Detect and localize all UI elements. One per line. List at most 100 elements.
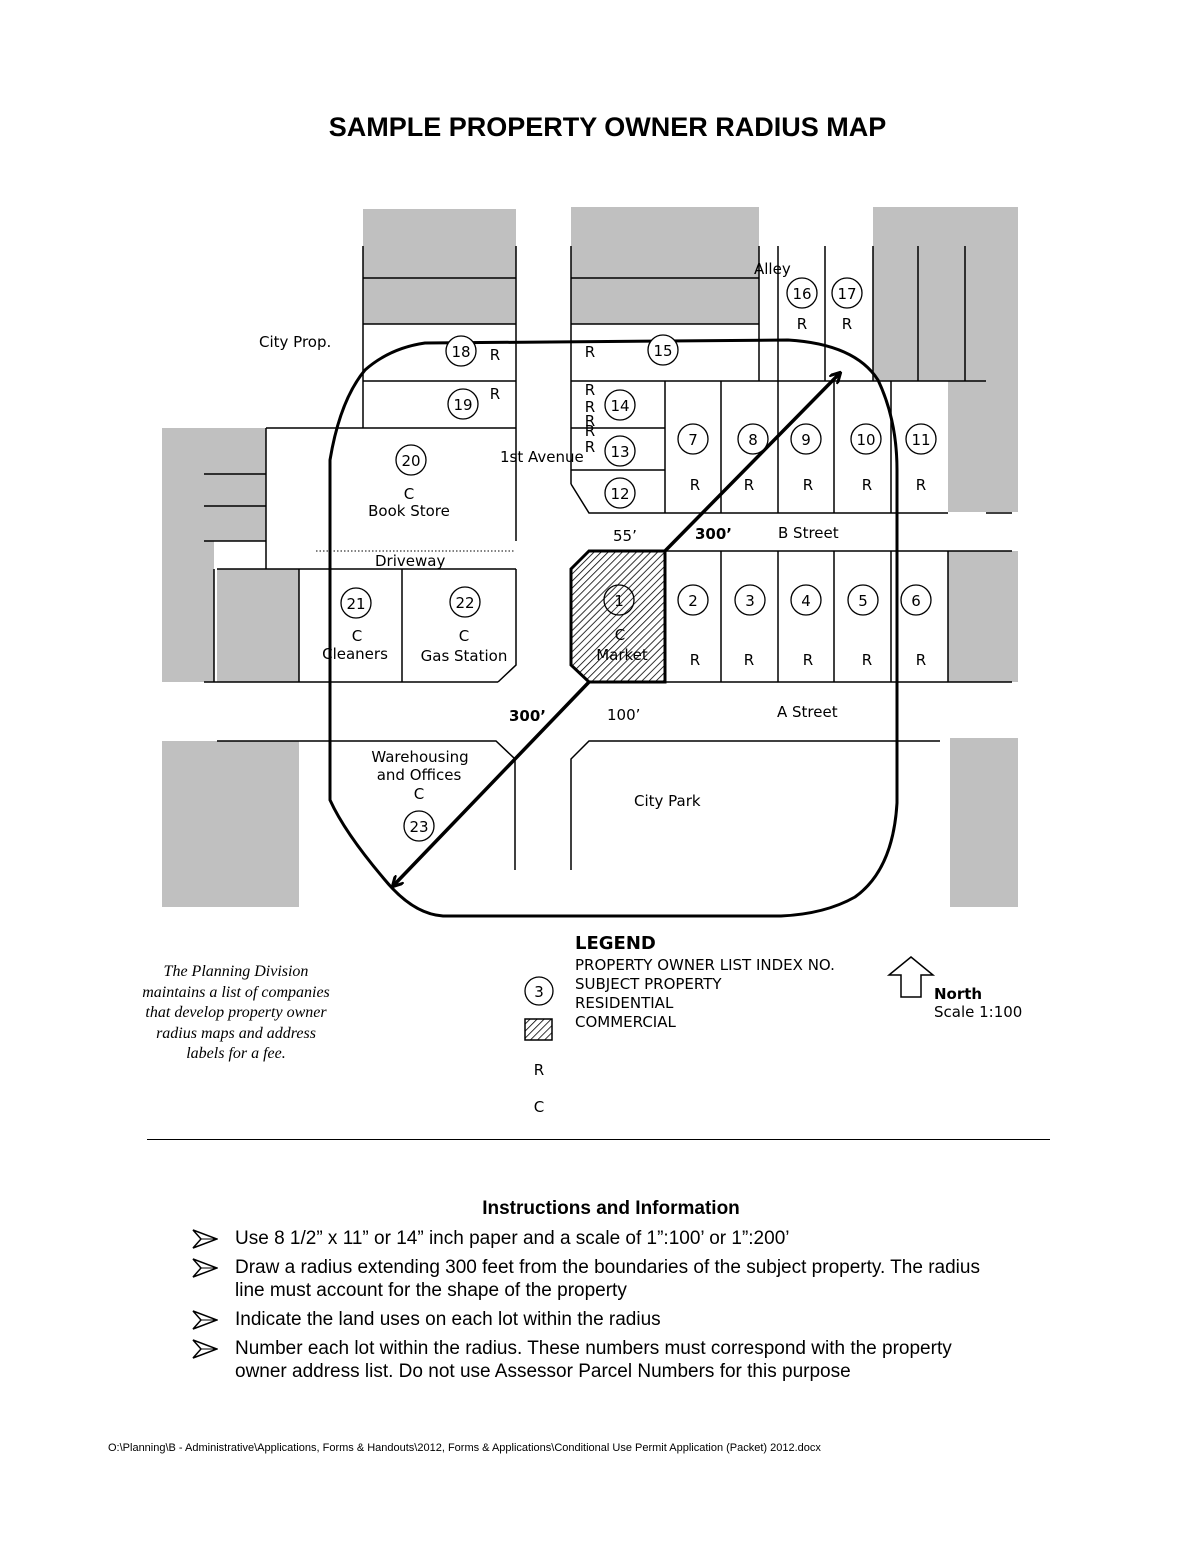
planning-note: The Planning Division maintains a list o…: [142, 963, 330, 1062]
lot-number: 19: [453, 396, 472, 414]
driveway-label: Driveway: [375, 552, 445, 570]
distance-label: 100’: [607, 706, 640, 724]
land-use: C: [414, 785, 424, 803]
land-use: R: [490, 385, 500, 403]
distance-label: 55’: [613, 527, 637, 545]
gray-block: [162, 741, 299, 907]
lot-number: 4: [801, 592, 811, 610]
lot-circle: [604, 477, 636, 509]
lot-number: 12: [610, 485, 629, 503]
north-arrow-icon: [886, 956, 936, 998]
street-label-1st-avenue: 1st Avenue: [500, 448, 584, 466]
land-use: R: [803, 476, 813, 494]
lot-circle: [734, 584, 766, 616]
lot-circle: [847, 584, 879, 616]
lot-number: 8: [748, 431, 758, 449]
legend-item: PROPERTY OWNER LIST INDEX NO.: [575, 956, 835, 974]
lot-circle: [905, 423, 937, 455]
instruction-item: Indicate the land uses on each lot withi…: [192, 1308, 1002, 1331]
instructions-title: Instructions and Information: [482, 1198, 740, 1219]
street-labels: 1st Avenue B Street A Street Alley Drive…: [259, 260, 839, 810]
lot-number: 16: [792, 285, 811, 303]
lot-number: 23: [409, 818, 428, 836]
lot-number: 14: [610, 397, 629, 415]
lot-lines: [204, 246, 1012, 870]
lot-number: 2: [688, 592, 698, 610]
lot-circle: [790, 423, 822, 455]
page-title: SAMPLE PROPERTY OWNER RADIUS MAP: [328, 112, 887, 142]
lot-number: 22: [455, 594, 474, 612]
lot-number: 15: [653, 342, 672, 360]
business-name: Book Store: [368, 502, 450, 520]
business-names: Market Book Store Cleaners Gas Station W…: [322, 502, 648, 784]
land-use: R: [585, 381, 595, 399]
legend-r-sample: R: [534, 1061, 544, 1079]
lot-number: 13: [610, 443, 629, 461]
land-use: C: [615, 626, 625, 644]
gray-block: [162, 541, 214, 682]
land-use: R: [585, 398, 595, 416]
lot-circle: [786, 277, 818, 309]
footer-path: O:\Planning\B - Administrative\Applicati…: [108, 1442, 821, 1454]
lot-number: 11: [911, 431, 930, 449]
lot-circle: [677, 423, 709, 455]
radius-line: [328, 338, 899, 918]
radius-arrow-ne: [663, 373, 840, 553]
arrow-bullet-icon: [192, 1229, 218, 1249]
legend-number-sample: [524, 976, 554, 1006]
lot-circles: [340, 277, 937, 842]
land-use: R: [862, 651, 872, 669]
street-label-b-street: B Street: [778, 524, 839, 542]
north-label: North: [934, 985, 982, 1003]
instruction-item: Use 8 1/2” x 11” or 14” inch paper and a…: [192, 1227, 1002, 1250]
lot-number: 5: [858, 592, 868, 610]
gray-block: [571, 207, 759, 324]
land-use: C: [459, 627, 469, 645]
land-use: R: [842, 315, 852, 333]
gray-block: [948, 381, 1018, 512]
land-use: R: [862, 476, 872, 494]
lot-number: 7: [688, 431, 698, 449]
gray-block: [217, 569, 299, 682]
lot-circle: [831, 277, 863, 309]
legend-item: RESIDENTIAL: [575, 994, 674, 1012]
legend-item: COMMERCIAL: [575, 1013, 676, 1031]
lot-circle: [395, 444, 427, 476]
lot-circle: [603, 584, 635, 616]
business-name: Cleaners: [322, 645, 388, 663]
land-use: R: [690, 476, 700, 494]
instruction-text: Draw a radius extending 300 feet from th…: [235, 1257, 980, 1301]
land-use: C: [404, 485, 414, 503]
lot-circle: [604, 389, 636, 421]
arrow-bullet-icon: [192, 1339, 218, 1359]
radius-label: 300’: [509, 707, 546, 725]
instruction-text: Use 8 1/2” x 11” or 14” inch paper and a…: [235, 1228, 790, 1249]
land-use: R: [585, 438, 595, 456]
lot-number: 3: [745, 592, 755, 610]
land-use: R: [916, 651, 926, 669]
legend-title: LEGEND: [575, 933, 656, 954]
legend-c-sample: C: [534, 1098, 544, 1116]
lot-number: 18: [451, 343, 470, 361]
gray-block: [363, 209, 516, 324]
lot-number: 21: [346, 595, 365, 613]
instruction-item: Draw a radius extending 300 feet from th…: [192, 1256, 1002, 1302]
business-name: and Offices: [377, 766, 462, 784]
land-use: R: [690, 651, 700, 669]
place-label-city-prop: City Prop.: [259, 333, 331, 351]
lot-circle: [447, 388, 479, 420]
lot-number: 6: [911, 592, 921, 610]
street-label-alley: Alley: [754, 260, 791, 278]
gray-block: [950, 738, 1018, 907]
legend-hatch-sample: [524, 1018, 553, 1041]
radius-arrow-sw: [393, 680, 591, 886]
place-label-city-park: City Park: [634, 792, 701, 810]
lot-circle: [647, 334, 679, 366]
lot-number: 10: [856, 431, 875, 449]
instruction-text: Indicate the land uses on each lot withi…: [235, 1309, 661, 1330]
gray-block: [948, 551, 1018, 682]
radius-label: 300’: [695, 525, 732, 543]
scale-label: Scale 1:100: [934, 1003, 1022, 1021]
lot-circle: [737, 423, 769, 455]
instruction-item: Number each lot within the radius. These…: [192, 1337, 1002, 1383]
